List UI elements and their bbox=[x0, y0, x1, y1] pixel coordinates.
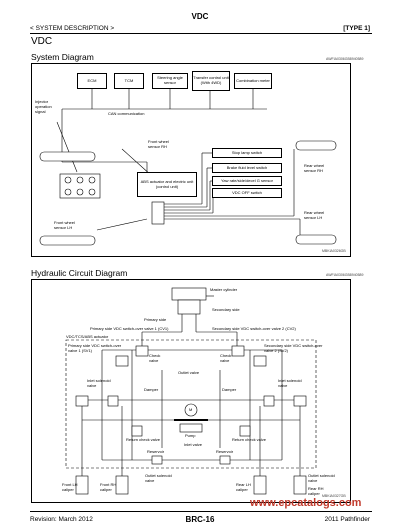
footer-rule bbox=[30, 511, 372, 512]
hydraulic-diagram-heading: Hydraulic Circuit Diagram bbox=[31, 268, 128, 278]
check-valve-right-label: Check valve bbox=[220, 353, 232, 363]
sv2-label: Secondary side VDC switch-over valve 2 (… bbox=[264, 343, 323, 353]
can-communication-label: CAN communication bbox=[108, 111, 145, 116]
yaw-rate-sensor-box: Yaw rate/side/decel G sensor bbox=[212, 176, 282, 186]
rear-rh-caliper-label: Rear RH caliper bbox=[308, 486, 324, 496]
system-diagram-figure-code: MBKIA0326GB bbox=[322, 249, 346, 253]
motor-label: M bbox=[189, 407, 193, 412]
front-lh-caliper-label: Front LH caliper bbox=[62, 482, 78, 492]
tcm-box: TCM bbox=[114, 73, 144, 89]
injector-signal-label: Injector operation signal bbox=[35, 99, 52, 114]
ecm-box: ECM bbox=[77, 73, 107, 89]
reservoir-left-label: Reservoir bbox=[147, 449, 165, 454]
header-section: < SYSTEM DESCRIPTION > bbox=[30, 25, 115, 32]
system-diagram-heading: System Diagram bbox=[31, 52, 94, 62]
header-type: [TYPE 1] bbox=[343, 25, 370, 32]
vdc-off-switch-box: VDC OFF switch bbox=[212, 188, 282, 198]
system-diagram-code: AWFIA0306GB8940589 bbox=[326, 57, 364, 61]
page-heading: VDC bbox=[31, 36, 53, 47]
rear-lh-caliper-label: Rear LH caliper bbox=[236, 482, 251, 492]
inlet-solenoid-right-label: Inlet solenoid valve bbox=[278, 378, 302, 388]
pump-label: Pump bbox=[185, 433, 196, 438]
transfer-control-unit-box: Transfer control unit (With 4WD) bbox=[192, 71, 230, 91]
check-valve-left-label: Check valve bbox=[149, 353, 161, 363]
front-lh-sensor-label: Front wheel sensor LH bbox=[54, 220, 75, 230]
outlet-solenoid-bottom-label: Outlet solenoid valve bbox=[145, 473, 172, 483]
secondary-side-label: Secondary side bbox=[212, 307, 240, 312]
reservoir-right-label: Reservoir bbox=[216, 449, 234, 454]
inlet-valve-label: Inlet valve bbox=[184, 442, 203, 447]
master-cylinder-label: Master cylinder bbox=[210, 287, 238, 292]
damper-left-label: Damper bbox=[144, 387, 159, 392]
cv2-label: Secondary side VDC switch-over valve 2 (… bbox=[212, 326, 296, 331]
header-title: VDC bbox=[191, 12, 209, 21]
footer-model: 2011 Pathfinder bbox=[324, 516, 370, 523]
actuator-label: VDC/TCS/ABS actuator bbox=[66, 334, 109, 339]
watermark: www.epcatalogs.com bbox=[250, 497, 362, 509]
damper-right-label: Damper bbox=[222, 387, 237, 392]
outlet-valve-label: Outlet valve bbox=[178, 370, 200, 375]
brake-fluid-level-switch-box: Brake fluid level switch bbox=[212, 163, 282, 173]
abs-actuator-box: ABS actuator and electric unit (control … bbox=[137, 172, 197, 197]
hydraulic-diagram-code: AWFIA0306GB8940589 bbox=[326, 273, 364, 277]
outlet-solenoid-right-label: Outlet solenoid valve bbox=[308, 473, 335, 483]
system-diagram-lines bbox=[39, 89, 337, 246]
hydraulic-figure-code: MBKIA0327GB bbox=[322, 494, 346, 498]
sv1-label: Primary side VDC switch-over valve 1 (SV… bbox=[68, 343, 122, 353]
steering-angle-sensor-box: Steering angle sensor bbox=[152, 73, 188, 89]
footer-revision: Revision: March 2012 bbox=[30, 516, 93, 523]
cv1-label: Primary side VDC switch-over valve 1 (CV… bbox=[90, 326, 169, 331]
inlet-solenoid-left-label: Inlet solenoid valve bbox=[87, 378, 111, 388]
rear-lh-sensor-label: Rear wheel sensor LH bbox=[304, 210, 325, 220]
front-rh-caliper-label: Front RH caliper bbox=[100, 482, 117, 492]
header-rule bbox=[30, 33, 372, 34]
system-diagram-panel: ECM TCM Steering angle sensor Transfer c… bbox=[31, 63, 351, 257]
return-check-right-label: Return check valve bbox=[232, 437, 267, 442]
front-rh-sensor-label: Front wheel sensor RH bbox=[148, 139, 169, 149]
hydraulic-diagram-panel: Master cylinder Secondary side Primary s… bbox=[31, 279, 351, 503]
hydraulic-circuit-lines bbox=[65, 287, 317, 495]
footer-page-number: BRC-16 bbox=[185, 515, 215, 524]
stop-lamp-switch-box: Stop lamp switch bbox=[212, 148, 282, 158]
rear-rh-sensor-label: Rear wheel sensor RH bbox=[304, 163, 325, 173]
primary-side-label: Primary side bbox=[144, 317, 167, 322]
combination-meter-box: Combination meter bbox=[234, 73, 272, 89]
return-check-left-label: Return check valve bbox=[126, 437, 161, 442]
